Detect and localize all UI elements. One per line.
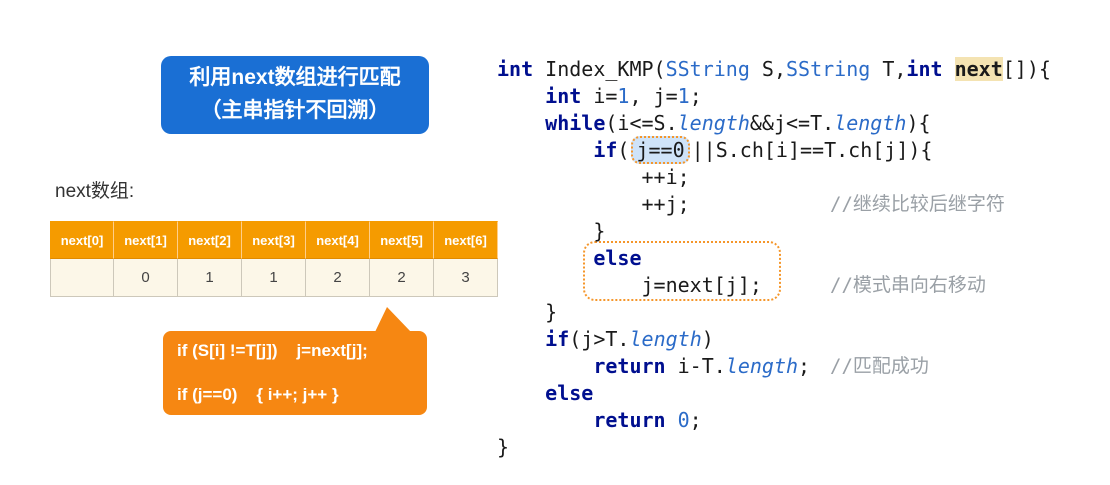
title-banner: 利用next数组进行匹配 （主串指针不回溯） <box>161 56 429 134</box>
code-line: while(i<=S.length&&j<=T.length){ <box>497 110 1051 137</box>
code-token <box>497 354 593 378</box>
code-line: else <box>497 380 1051 407</box>
next-table-header-cell: next[5] <box>370 221 434 259</box>
code-token: ++i; <box>497 165 690 189</box>
code-token <box>497 111 545 135</box>
code-token: &&j<=T. <box>749 111 835 135</box>
code-token: []){ <box>1002 57 1051 81</box>
code-token: , j= <box>629 84 678 108</box>
code-comment: //继续比较后继字符 <box>830 193 1005 215</box>
code-token: 1 <box>677 84 690 108</box>
code-token <box>666 408 678 432</box>
code-token: return <box>593 354 666 378</box>
next-param-highlight: next <box>954 57 1003 81</box>
code-token: Index_KMP( <box>533 57 666 81</box>
code-token: ; <box>689 84 702 108</box>
code-line: } <box>497 299 1051 326</box>
next-table-value-cell: 1 <box>242 259 306 297</box>
next-table-header-cell: next[0] <box>50 221 114 259</box>
code-token: (j>T. <box>569 327 630 351</box>
code-token <box>497 246 593 270</box>
callout-line1: if (S[i] !=T[j]) j=next[j]; <box>177 341 368 360</box>
code-line: return 0; <box>497 407 1051 434</box>
code-token: S, <box>749 57 786 81</box>
code-token: i= <box>581 84 618 108</box>
code-token: j=next[j]; <box>497 273 762 297</box>
code-block: int Index_KMP(SString S,SString T,int ne… <box>497 56 1051 461</box>
next-table-header-cell: next[1] <box>114 221 178 259</box>
code-line: int Index_KMP(SString S,SString T,int ne… <box>497 56 1051 83</box>
annotation-callout: if (S[i] !=T[j]) j=next[j]; if (j==0) { … <box>163 307 427 415</box>
next-array-table: next[0]next[1]next[2]next[3]next[4]next[… <box>50 221 498 297</box>
code-comment: //模式串向右移动 <box>830 274 986 296</box>
next-table-value-cell: 3 <box>434 259 498 297</box>
code-line: return i-T.length; //匹配成功 <box>497 353 1051 380</box>
code-comment: //匹配成功 <box>830 355 929 377</box>
code-token: if <box>593 138 618 162</box>
code-line: if(j==0||S.ch[i]==T.ch[j]){ <box>497 136 1051 164</box>
code-token: else <box>593 246 642 270</box>
code-token: length <box>677 111 750 135</box>
code-token: if <box>545 327 570 351</box>
code-token: return <box>593 408 666 432</box>
code-token: } <box>497 300 558 324</box>
code-token <box>943 57 955 81</box>
code-line: int i=1, j=1; <box>497 83 1051 110</box>
callout-line2: if (j==0) { i++; j++ } <box>177 385 339 404</box>
code-token: ||S.ch[i]==T.ch[j]){ <box>691 138 933 162</box>
code-token: length <box>725 354 799 378</box>
code-token: int <box>906 57 943 81</box>
code-token: ){ <box>906 111 931 135</box>
next-table-value-cell: 2 <box>306 259 370 297</box>
code-token <box>497 381 545 405</box>
code-token: length <box>834 111 907 135</box>
next-table-value-cell: 0 <box>114 259 178 297</box>
code-token: T, <box>870 57 907 81</box>
code-line: } <box>497 434 1051 461</box>
code-token: 0 <box>677 408 690 432</box>
code-token: (i<=S. <box>605 111 678 135</box>
code-token: } <box>497 435 510 459</box>
banner-line1: 利用next数组进行匹配 <box>189 66 401 90</box>
next-table-header-cell: next[3] <box>242 221 306 259</box>
code-token: while <box>545 111 606 135</box>
next-array-label: next数组: <box>55 181 135 202</box>
next-table-value-cell: 2 <box>370 259 434 297</box>
code-token: SString <box>665 57 750 81</box>
next-table-header-cell: next[6] <box>434 221 498 259</box>
code-token: ( <box>617 138 630 162</box>
code-line: } <box>497 218 1051 245</box>
code-token: length <box>629 327 702 351</box>
code-token: int <box>497 57 534 81</box>
code-token: ; <box>689 408 702 432</box>
code-line: ++i; <box>497 164 1051 191</box>
code-token: i-T. <box>665 354 726 378</box>
code-token: ++j; <box>497 192 690 216</box>
condition-highlight: j==0 <box>631 136 690 164</box>
next-table-value-cell <box>50 259 114 297</box>
next-table-value-cell: 1 <box>178 259 242 297</box>
callout-pointer-icon <box>375 307 411 332</box>
code-token: else <box>545 381 594 405</box>
code-token <box>497 327 545 351</box>
code-line: if(j>T.length) <box>497 326 1051 353</box>
code-line: j=next[j]; //模式串向右移动 <box>497 272 1051 299</box>
code-token: int <box>545 84 582 108</box>
banner-line2: （主串指针不回溯） <box>200 99 390 122</box>
code-token: ) <box>701 327 714 351</box>
code-token: } <box>497 219 606 243</box>
next-table-header-cell: next[4] <box>306 221 370 259</box>
code-token <box>497 408 593 432</box>
next-table-header-cell: next[2] <box>178 221 242 259</box>
code-line: else <box>497 245 1051 272</box>
code-token <box>497 138 593 162</box>
code-line: ++j; //继续比较后继字符 <box>497 191 1051 218</box>
code-token: ; <box>798 354 811 378</box>
code-token: SString <box>786 57 871 81</box>
code-token <box>497 84 545 108</box>
code-token: 1 <box>617 84 630 108</box>
